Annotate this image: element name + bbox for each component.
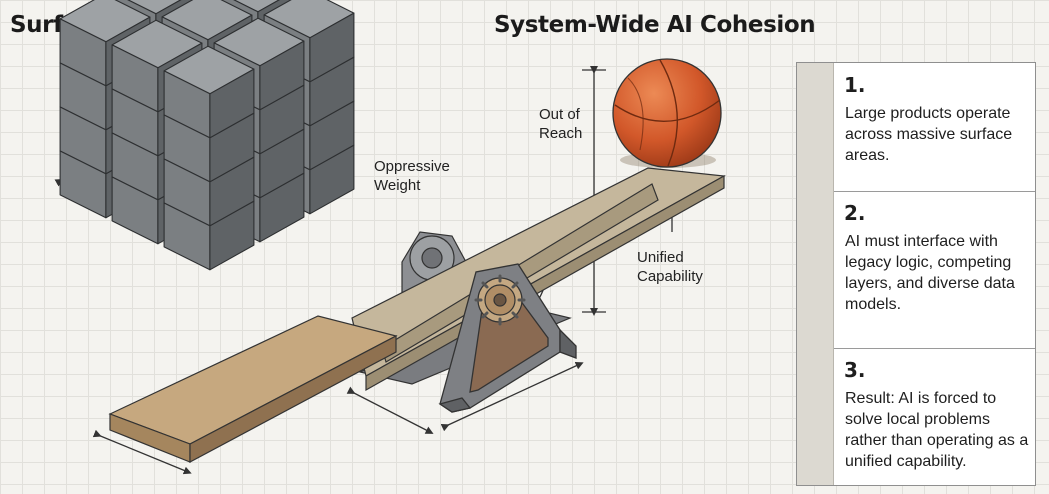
- cube-face: [209, 68, 255, 139]
- step-text: Result: AI is forced to solve local prob…: [845, 390, 1029, 470]
- fulcrum-gear-icon: [474, 274, 526, 326]
- step-3: 3. Result: AI is forced to solve local p…: [797, 348, 1035, 485]
- step-strip: [797, 63, 834, 191]
- cube-face: [309, 12, 355, 83]
- step-number: 2.: [844, 201, 866, 225]
- step-text: Large products operate across massive su…: [845, 105, 1013, 164]
- fulcrum-front: [438, 263, 577, 413]
- unified-capability-label: Unified Capability: [637, 249, 703, 285]
- step-strip: [797, 348, 834, 485]
- step-1: 1. Large products operate across massive…: [797, 63, 1035, 192]
- steps-panel: 1. Large products operate across massive…: [796, 62, 1036, 486]
- step-2: 2. AI must interface with legacy logic, …: [797, 191, 1035, 349]
- step-strip: [797, 191, 834, 348]
- cube-stack-illustration: [59, 0, 355, 271]
- cube-face: [259, 40, 305, 111]
- oppressive-weight-label: Oppressive Weight: [374, 158, 450, 194]
- ai-cohesion-title: System-Wide AI Cohesion: [494, 12, 816, 38]
- ball-illustration: [612, 58, 722, 168]
- pallet-illustration: [108, 315, 398, 464]
- out-of-reach-label: Out of Reach: [539, 106, 583, 142]
- step-number: 3.: [844, 358, 866, 382]
- step-number: 1.: [844, 73, 866, 97]
- step-text: AI must interface with legacy logic, com…: [845, 233, 1015, 313]
